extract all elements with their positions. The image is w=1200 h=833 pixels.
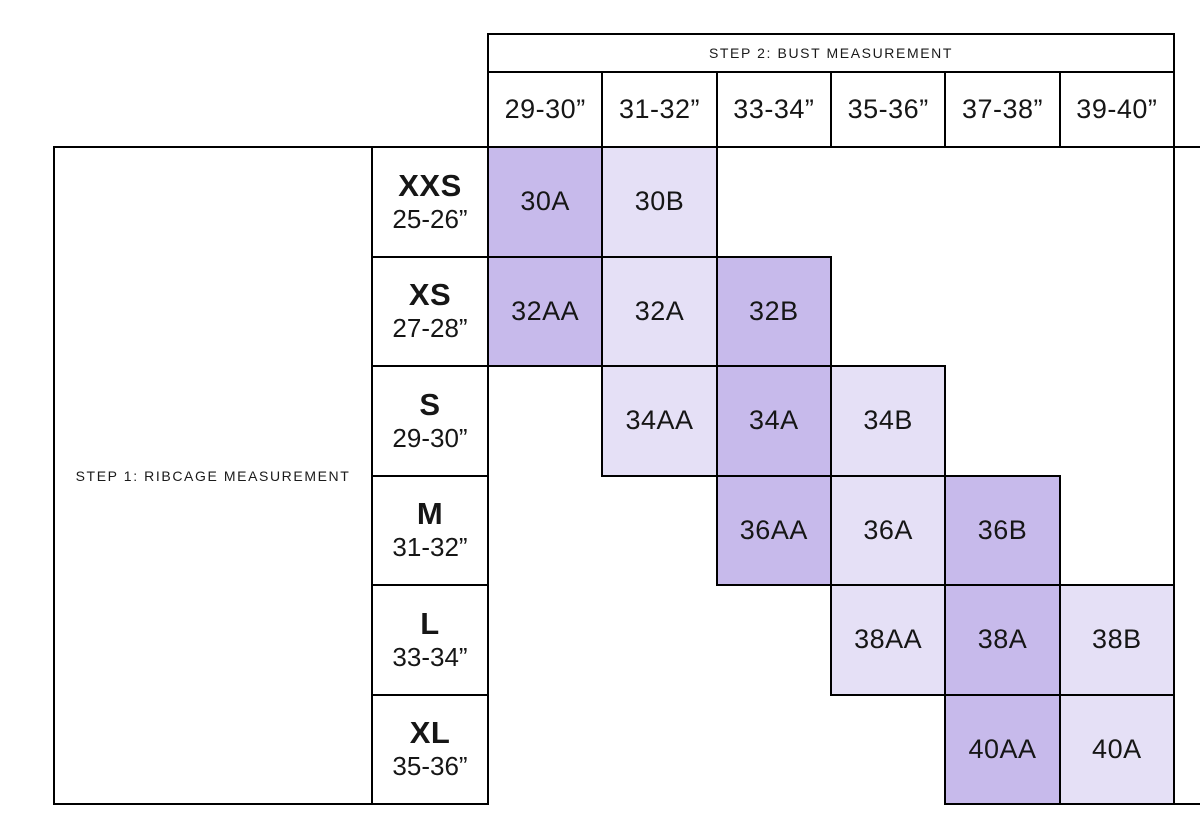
bust-column-header-2: 33-34” <box>715 71 832 148</box>
ribcage-range-label: 33-34” <box>392 641 468 672</box>
size-name-label: M <box>416 496 444 532</box>
grid-top-border-extension <box>1175 146 1200 148</box>
size-name-label: S <box>419 386 441 422</box>
ribcage-range-label: 29-30” <box>392 422 468 453</box>
size-name-label: XL <box>409 715 451 751</box>
bra-size-cell-36b: 36B <box>944 474 1061 586</box>
size-name-label: XS <box>408 277 452 313</box>
bust-column-header-4: 37-38” <box>944 71 1061 148</box>
bra-size-cell-30a: 30A <box>487 146 604 258</box>
grid-bottom-border-extension <box>1175 803 1200 805</box>
bra-size-cell-36aa: 36AA <box>715 474 832 586</box>
table-right-border <box>1173 33 1175 805</box>
bra-size-cell-38aa: 38AA <box>830 584 947 696</box>
bust-column-header-3: 35-36” <box>830 71 947 148</box>
bust-column-header-row: 29-30”31-32”33-34”35-36”37-38”39-40” <box>487 71 1177 148</box>
bra-size-cell-40aa: 40AA <box>944 693 1061 805</box>
bra-size-cell-32b: 32B <box>715 255 832 367</box>
bra-size-cell-30b: 30B <box>601 146 718 258</box>
bra-size-cell-34a: 34A <box>715 365 832 477</box>
bra-size-cell-36a: 36A <box>830 474 947 586</box>
ribcage-range-label: 27-28” <box>392 313 468 344</box>
bra-size-cell-34b: 34B <box>830 365 947 477</box>
size-name-label: XXS <box>398 167 462 203</box>
bra-size-cell-38b: 38B <box>1058 584 1175 696</box>
step1-header-label: STEP 1: RIBCAGE MEASUREMENT <box>75 467 351 484</box>
bra-size-cell-38a: 38A <box>944 584 1061 696</box>
bra-size-cell-32aa: 32AA <box>487 255 604 367</box>
bra-size-cell-34aa: 34AA <box>601 365 718 477</box>
ribcage-range-label: 25-26” <box>392 203 468 234</box>
bust-column-header-1: 31-32” <box>601 71 718 148</box>
size-name-label: L <box>420 605 440 641</box>
bra-size-cell-32a: 32A <box>601 255 718 367</box>
ribcage-range-label: 31-32” <box>392 532 468 563</box>
ribcage-range-label: 35-36” <box>392 751 468 782</box>
bra-size-cell-40a: 40A <box>1058 693 1175 805</box>
step2-header-label: STEP 2: BUST MEASUREMENT <box>708 45 954 61</box>
step2-bust-measurement-header: STEP 2: BUST MEASUREMENT <box>487 33 1175 73</box>
bust-column-header-0: 29-30” <box>487 71 604 148</box>
step1-ribcage-measurement-header: STEP 1: RIBCAGE MEASUREMENT <box>53 146 373 805</box>
bust-column-header-5: 39-40” <box>1058 71 1175 148</box>
